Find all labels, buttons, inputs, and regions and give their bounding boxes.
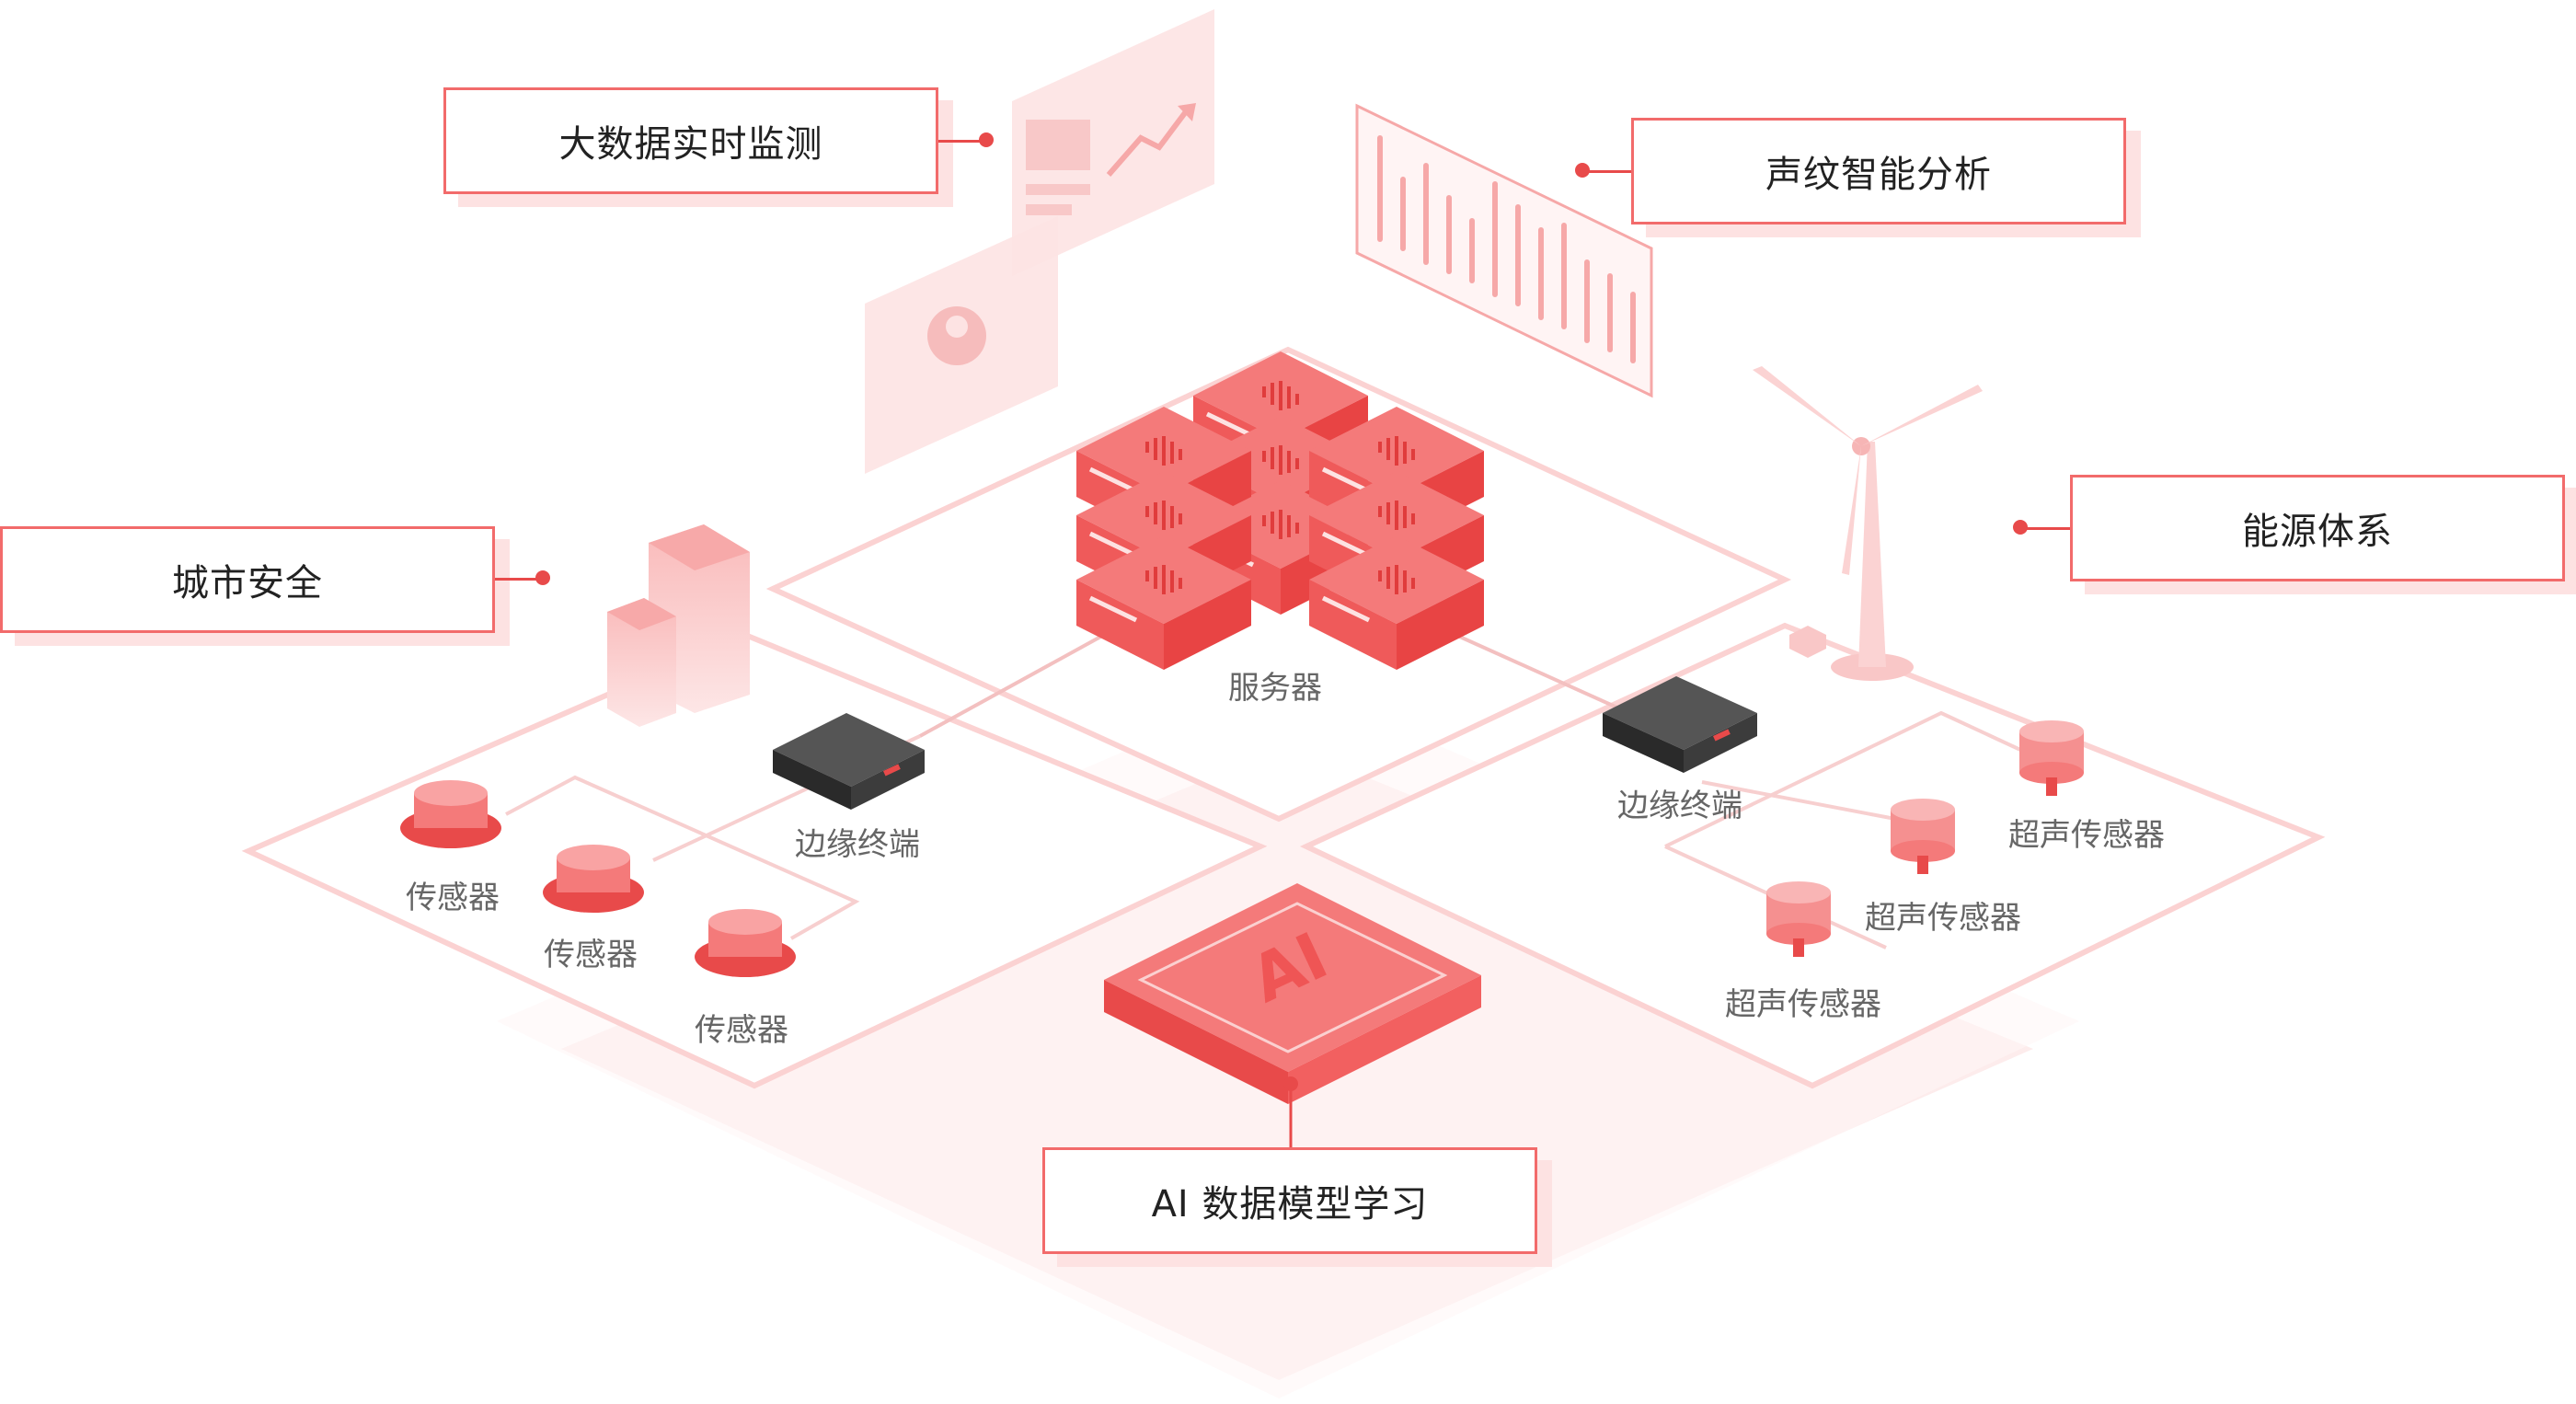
server-block-part (1321, 595, 1371, 623)
callout-label: 大数据实时监测 (558, 123, 823, 166)
server-block-part (1164, 580, 1251, 670)
edge-terminal-icon (1603, 676, 1757, 773)
callout-energy: 能源体系 (2070, 475, 2565, 581)
connector-dot (2013, 520, 2028, 535)
server-block-part (1262, 445, 1299, 475)
callout-label: 能源体系 (2242, 511, 2393, 553)
server-block-part (1205, 411, 1255, 439)
trend-arrow-icon (1106, 109, 1190, 177)
server-block-part (1378, 565, 1415, 594)
server-block-part (1321, 466, 1371, 494)
callout-ai-model: AI 数据模型学习 (1042, 1147, 1537, 1254)
server-block-part (1262, 510, 1299, 539)
connector-dot (979, 132, 994, 147)
ultrasonic-sensor-icon (2019, 720, 2084, 796)
ultrasonic-sensor-icon (1766, 881, 1831, 957)
server-block-part (1321, 531, 1371, 558)
connector-dot (1283, 1076, 1298, 1091)
edge-terminal-icon (773, 713, 925, 810)
connector-dot (1575, 163, 1590, 178)
bar-chart-panel-icon (1355, 103, 1653, 398)
building-icon (607, 524, 750, 727)
ultrasonic-sensor-label: 超声传感器 (1865, 900, 2021, 937)
callout-label: AI 数据模型学习 (1151, 1183, 1429, 1226)
server-block-part (1378, 436, 1415, 466)
callout-voiceprint: 声纹智能分析 (1631, 118, 2126, 224)
edge-terminal-label: 边缘终端 (1617, 788, 1742, 824)
connector-line (495, 578, 541, 581)
callout-label: 声纹智能分析 (1765, 154, 1992, 196)
sensor-label: 传感器 (406, 880, 500, 916)
sensor-icon (695, 909, 796, 977)
server-block-part (1262, 381, 1299, 410)
edge-terminal-label: 边缘终端 (795, 826, 920, 863)
server-block-part (1088, 595, 1138, 623)
callout-label: 城市安全 (172, 562, 323, 604)
link-line (919, 633, 1105, 738)
ultrasonic-sensor-label: 超声传感器 (2008, 817, 2165, 854)
wind-turbine-icon (1753, 366, 1983, 681)
server-block-part (1145, 565, 1182, 594)
connector-line (2022, 527, 2070, 530)
sensor-label: 传感器 (544, 937, 638, 973)
sensor-label: 传感器 (695, 1012, 788, 1049)
server-label: 服务器 (1228, 670, 1322, 707)
callout-city-safety: 城市安全 (0, 526, 495, 633)
link-line (1434, 624, 1620, 710)
connector-line (938, 140, 984, 143)
callout-big-data: 大数据实时监测 (443, 87, 938, 194)
server-block-part (1378, 501, 1415, 530)
ultrasonic-sensor-icon (1891, 799, 1955, 874)
ultrasonic-sensor-label: 超声传感器 (1725, 986, 1881, 1023)
server-block-part (1145, 436, 1182, 466)
server-block-part (1397, 580, 1484, 670)
monitor-panels (865, 9, 1214, 474)
server-block-part (1088, 531, 1138, 558)
ai-chip-icon: AI (1104, 883, 1481, 1104)
left-zone-platform (241, 631, 1268, 1089)
connector-dot (535, 570, 550, 585)
sensor-icon (400, 780, 501, 848)
server-icon (1076, 351, 1484, 670)
server-block-part (1088, 466, 1138, 494)
server-block-part (1145, 501, 1182, 530)
connector-line (1584, 170, 1631, 173)
sensor-icon (543, 845, 644, 913)
